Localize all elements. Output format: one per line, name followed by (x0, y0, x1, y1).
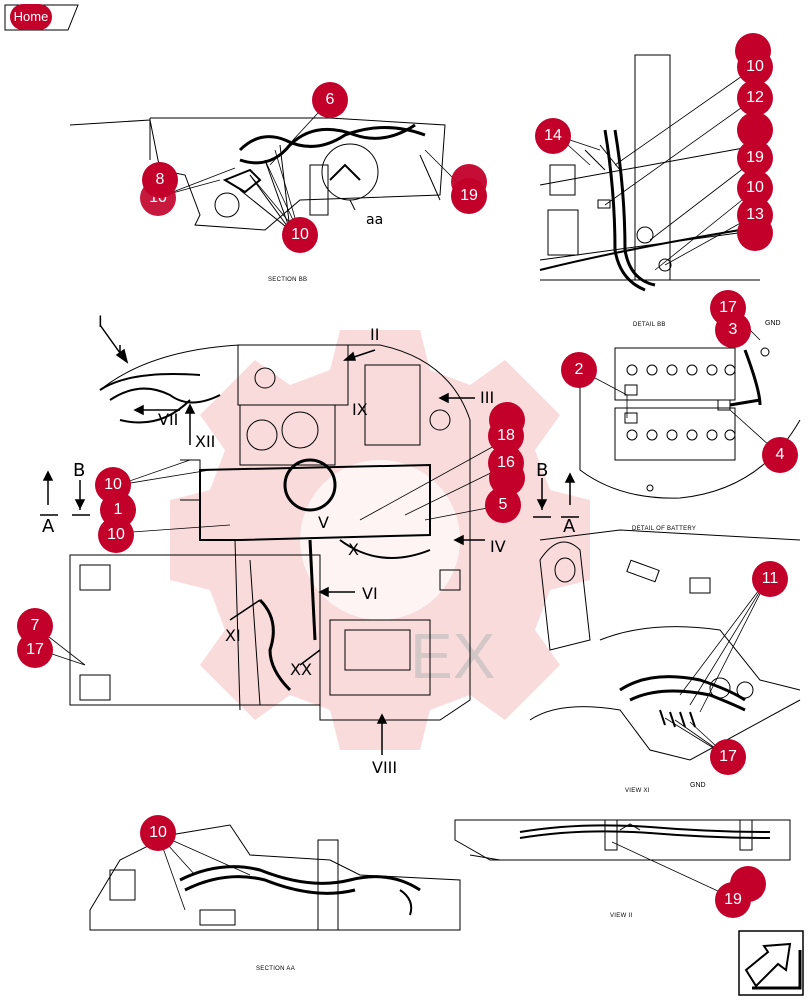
callout-10-detail-top[interactable]: 10 (737, 49, 773, 85)
gnd-label-detail-bb: GND (765, 320, 781, 327)
callout-17-left[interactable]: 17 (17, 632, 53, 668)
main-plan-drawing (69, 344, 471, 721)
section-marker-a-left: A (42, 516, 55, 537)
caption-section-aa: SECTION AA (256, 966, 296, 972)
view-ii-drawing (454, 819, 791, 861)
view-marker-vi: VI (362, 584, 378, 603)
callout-10-main-upper[interactable]: 10 (95, 467, 131, 503)
view-marker-v: V (318, 513, 329, 532)
callout-8[interactable]: 8 (142, 162, 178, 198)
callout-19-section-bb[interactable]: 19 (451, 178, 487, 214)
home-button[interactable]: Home (10, 4, 52, 30)
caption-detail-bb: DETAIL BB (633, 322, 666, 328)
section-bb-drawing (69, 117, 446, 231)
callout-14[interactable]: 14 (535, 118, 571, 154)
section-aa-drawing (89, 824, 461, 931)
caption-section-bb: SECTION BB (268, 277, 308, 283)
view-marker-xi: XI (225, 626, 241, 645)
next-page-button[interactable] (738, 930, 804, 996)
view-marker-xii: XII (195, 432, 216, 451)
callout-17-view-xi[interactable]: 17 (710, 739, 746, 775)
callout-2[interactable]: 2 (561, 352, 597, 388)
callout-6[interactable]: 6 (312, 82, 348, 118)
callout-12[interactable]: 12 (737, 80, 773, 116)
callout-5[interactable]: 5 (485, 487, 521, 523)
arrow-icon (744, 942, 792, 988)
view-marker-ix: IX (352, 400, 368, 419)
callout-4[interactable]: 4 (762, 437, 798, 473)
view-marker-vii: VII (158, 410, 179, 429)
section-marker-b-left: B (73, 460, 86, 481)
section-marker-a-right: A (563, 516, 576, 537)
callout-3[interactable]: 3 (715, 312, 751, 348)
view-marker-ii: II (370, 325, 380, 344)
callout-10-main-lower[interactable]: 10 (98, 517, 134, 553)
view-marker-viii: VIII (372, 758, 398, 777)
callout-16[interactable]: 16 (488, 445, 524, 481)
view-marker-iii: III (480, 388, 495, 407)
callout-10-section-bb[interactable]: 10 (282, 217, 318, 253)
section-marker-b-right: B (536, 460, 549, 481)
view-xi-drawing (529, 529, 801, 761)
gnd-label-view-xi: GND (690, 782, 706, 789)
aa-label: aa (366, 212, 384, 228)
callout-19-detail[interactable]: 19 (737, 140, 773, 176)
callout-10-section-aa[interactable]: 10 (140, 815, 176, 851)
view-marker-iv: IV (490, 537, 506, 556)
callout-19-view-ii[interactable]: 19 (715, 882, 751, 918)
callout-11[interactable]: 11 (752, 561, 788, 597)
caption-view-xi: VIEW XI (625, 788, 650, 794)
view-marker-i: I (98, 312, 103, 331)
watermark-text: EX (410, 620, 495, 692)
detail-bb-drawing (539, 54, 761, 292)
battery-detail-drawing (579, 347, 801, 499)
caption-detail-battery: DETAIL OF BATTERY (632, 526, 697, 532)
view-marker-xx: XX (290, 660, 312, 679)
caption-view-ii: VIEW II (610, 913, 633, 919)
view-marker-x: X (348, 540, 359, 559)
callout-13[interactable]: 13 (737, 197, 773, 233)
